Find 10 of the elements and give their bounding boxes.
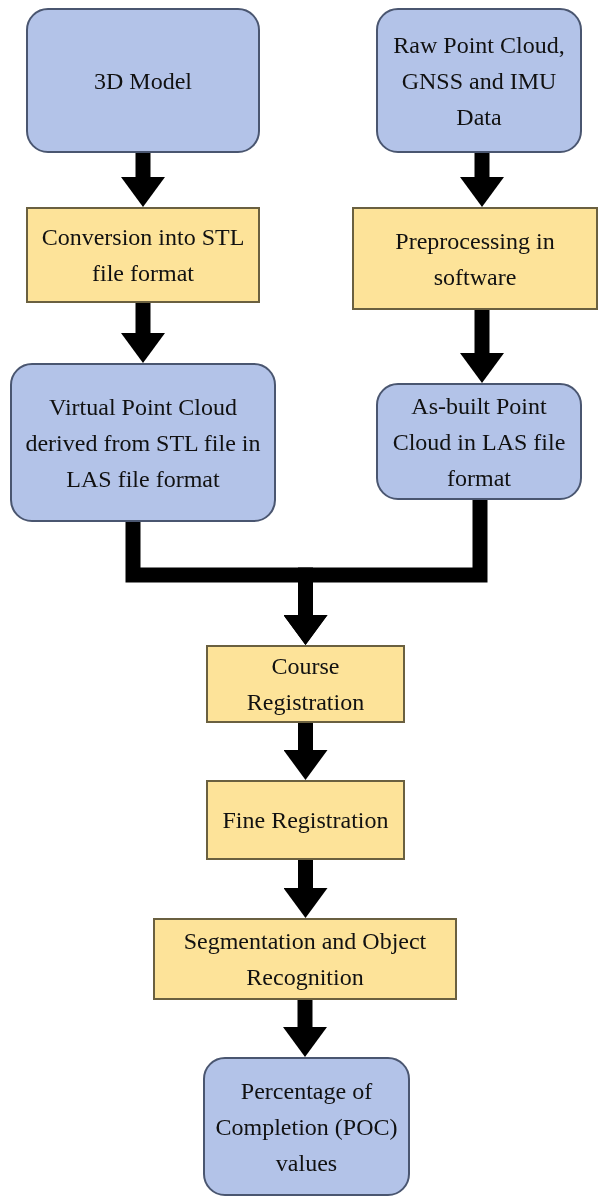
rounded-box: 3D Model [26, 8, 260, 153]
process-box: Preprocessing in software [352, 207, 598, 310]
process-box: Conversion into STL file format [26, 207, 260, 303]
rounded-box: Percentage of Completion (POC) values [203, 1057, 410, 1196]
process-box: Segmentation and Object Recognition [153, 918, 457, 1000]
rounded-box: As-built Point Cloud in LAS file format [376, 383, 582, 500]
rounded-box: Raw Point Cloud, GNSS and IMU Data [376, 8, 582, 153]
process-box: Course Registration [206, 645, 405, 723]
rounded-box: Virtual Point Cloud derived from STL file in LAS file format [10, 363, 276, 522]
process-box: Fine Registration [206, 780, 405, 860]
